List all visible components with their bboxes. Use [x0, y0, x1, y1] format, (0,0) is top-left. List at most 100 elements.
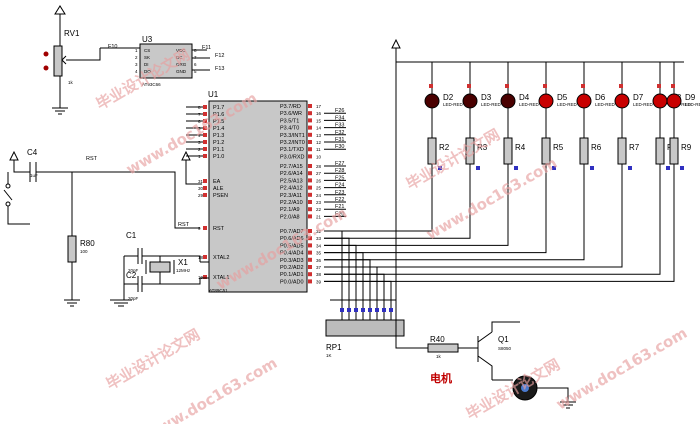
u1-p3-pin-number: 14 [316, 126, 322, 131]
u1-p0-pin-number: 36 [316, 258, 322, 263]
led-resistor-pin-marker [628, 166, 632, 170]
u1-p3-pin-marker [308, 118, 312, 123]
u1-pin-marker [203, 226, 207, 230]
u1-p0-pin-label: P0.3/AD3 [280, 258, 304, 264]
x1-crystal [149, 261, 171, 273]
r40-value: 1k [436, 354, 442, 359]
u1-pin-marker [203, 179, 207, 183]
u1-pin-marker [203, 186, 207, 190]
u1-p2-pin-number: 26 [316, 178, 322, 183]
led-resistor [579, 137, 589, 165]
u3-pin-label: DO [144, 69, 151, 74]
rp1-pin-marker [354, 308, 358, 312]
u1-p3-pin-label: P3.0/RXD [280, 154, 304, 160]
u1-p2-pin-label: P2.4/A12 [280, 186, 303, 192]
u1-p2-net-label: F27 [335, 161, 344, 167]
u1-p3-pin-marker [308, 104, 312, 108]
u1-p3-pin-label: P3.3/INT1 [280, 133, 305, 139]
u1-p0-pin-marker [308, 265, 312, 269]
rp1-pin-marker [375, 308, 379, 312]
u1-pin-number: 18 [198, 255, 204, 260]
led-resistor-ref: R5 [553, 143, 564, 152]
u3-part: AT93C66 [142, 82, 161, 87]
led-part: LED-RED [671, 102, 692, 107]
led-resistor-pin-marker [666, 166, 670, 170]
led-bus-wire [324, 164, 471, 239]
u1-left-pins: P1.78P1.67P1.56P1.45P1.34P1.23P1.12P1.01… [186, 105, 229, 281]
p0-rp1-wire [324, 237, 350, 320]
u1-p2-pin-marker [308, 185, 312, 190]
led-icon [652, 93, 668, 109]
u1-p0-pin-marker [308, 257, 312, 262]
u3-pin-label: VCC [176, 48, 186, 53]
reset-switch-contact-b [5, 201, 11, 207]
u1-p0-pin-number: 37 [316, 265, 322, 270]
u1-p2-pin-label: P2.3/A11 [280, 193, 302, 199]
u1-p2-net-label: F23 [335, 190, 344, 196]
u3-ref: U3 [142, 35, 153, 44]
u1-p3-pin-number: 10 [316, 154, 322, 159]
led-resistor-ref: R3 [477, 143, 488, 152]
u1-pin-label: ALE [213, 186, 224, 192]
u1-p0-pin-label: P0.1/AD1 [280, 272, 304, 278]
rv1-value: 1k [68, 80, 74, 85]
u1-p3-net-label: F34 [335, 115, 344, 121]
u1-pin-label: PSEN [213, 193, 228, 199]
r80-ref: R80 [80, 239, 95, 248]
motor-shaft [521, 384, 529, 392]
u1-pin-number: 31 [198, 179, 204, 184]
u1-p3-pin-label: P3.1/TXD [280, 147, 304, 153]
u1-p0-pin-label: P0.7/AD7 [280, 229, 304, 235]
rp1-ref: RP1 [326, 343, 342, 352]
led-pin-marker [657, 84, 661, 88]
u1-pin-label: P1.2 [213, 140, 224, 146]
p0-rp1-wire [324, 230, 343, 320]
rp1-pin-marker [389, 308, 393, 312]
u1-p3-pin-marker [308, 111, 312, 116]
u1-p0-pin-label: P0.5/AD5 [280, 243, 304, 249]
u1-pin-marker [203, 112, 207, 116]
vcc-terminal-reset [9, 150, 19, 161]
c1-value: 20pF [128, 268, 139, 273]
c4-ref: C4 [27, 148, 38, 157]
p0-rp1-wire [324, 266, 378, 320]
led-icon [462, 93, 478, 109]
u1-p2-pin-number: 23 [316, 200, 322, 205]
crystal-caps [137, 248, 143, 292]
u1-p2-net-label: F22 [335, 197, 344, 203]
u1-p2-pin-number: 25 [316, 186, 322, 191]
r80-value: 100 [80, 249, 88, 254]
u1-p2-pin-label: P2.1/A9 [280, 207, 300, 213]
u1-p2-net-label: F21 [335, 204, 344, 210]
u1-p0-pin-number: 38 [316, 272, 322, 277]
rv1-pin-top [43, 51, 49, 57]
u1-p3-pin-marker [308, 154, 312, 159]
u1-p0-pin-number: 34 [316, 243, 322, 248]
c4-value: 1uF [30, 173, 38, 178]
u1-p2-pin-marker [308, 200, 312, 204]
ground-rv1 [52, 107, 68, 115]
rv1-pin-bottom [43, 65, 49, 71]
u1-p3-pin-label: P3.7/RD [280, 104, 301, 110]
led-resistor-pin-marker [514, 166, 518, 170]
u3-pin-label: DC [176, 55, 183, 60]
led-resistor-pin-marker [590, 166, 594, 170]
u1-p2-pin-marker [308, 178, 312, 183]
u3-pin-number: 5 [194, 69, 197, 74]
u1-p2-net-label: F24 [335, 183, 344, 189]
u1-pin-label: EA [213, 179, 221, 185]
u1-p2-pin-number: 28 [316, 164, 322, 169]
led-bus-wire [324, 164, 661, 275]
led-resistor-ref: R2 [439, 143, 450, 152]
p0-rp1-wire [324, 259, 371, 320]
q1-symbol [477, 331, 493, 380]
u1-pin-label: P1.6 [213, 112, 224, 118]
x1-value: 12MHz [176, 268, 191, 273]
u1-p3-pin-label: P3.5/T1 [280, 118, 299, 124]
u1-p2-pin-label: P2.7/A15 [280, 164, 303, 170]
vcc-terminal-leds [391, 38, 401, 49]
u3-pin-number: 3 [135, 62, 138, 67]
led-pin-marker [671, 84, 675, 88]
u1-p3-net-label: F31 [335, 137, 344, 143]
watermark-cn-4: 毕业设计论文网 [463, 355, 563, 423]
